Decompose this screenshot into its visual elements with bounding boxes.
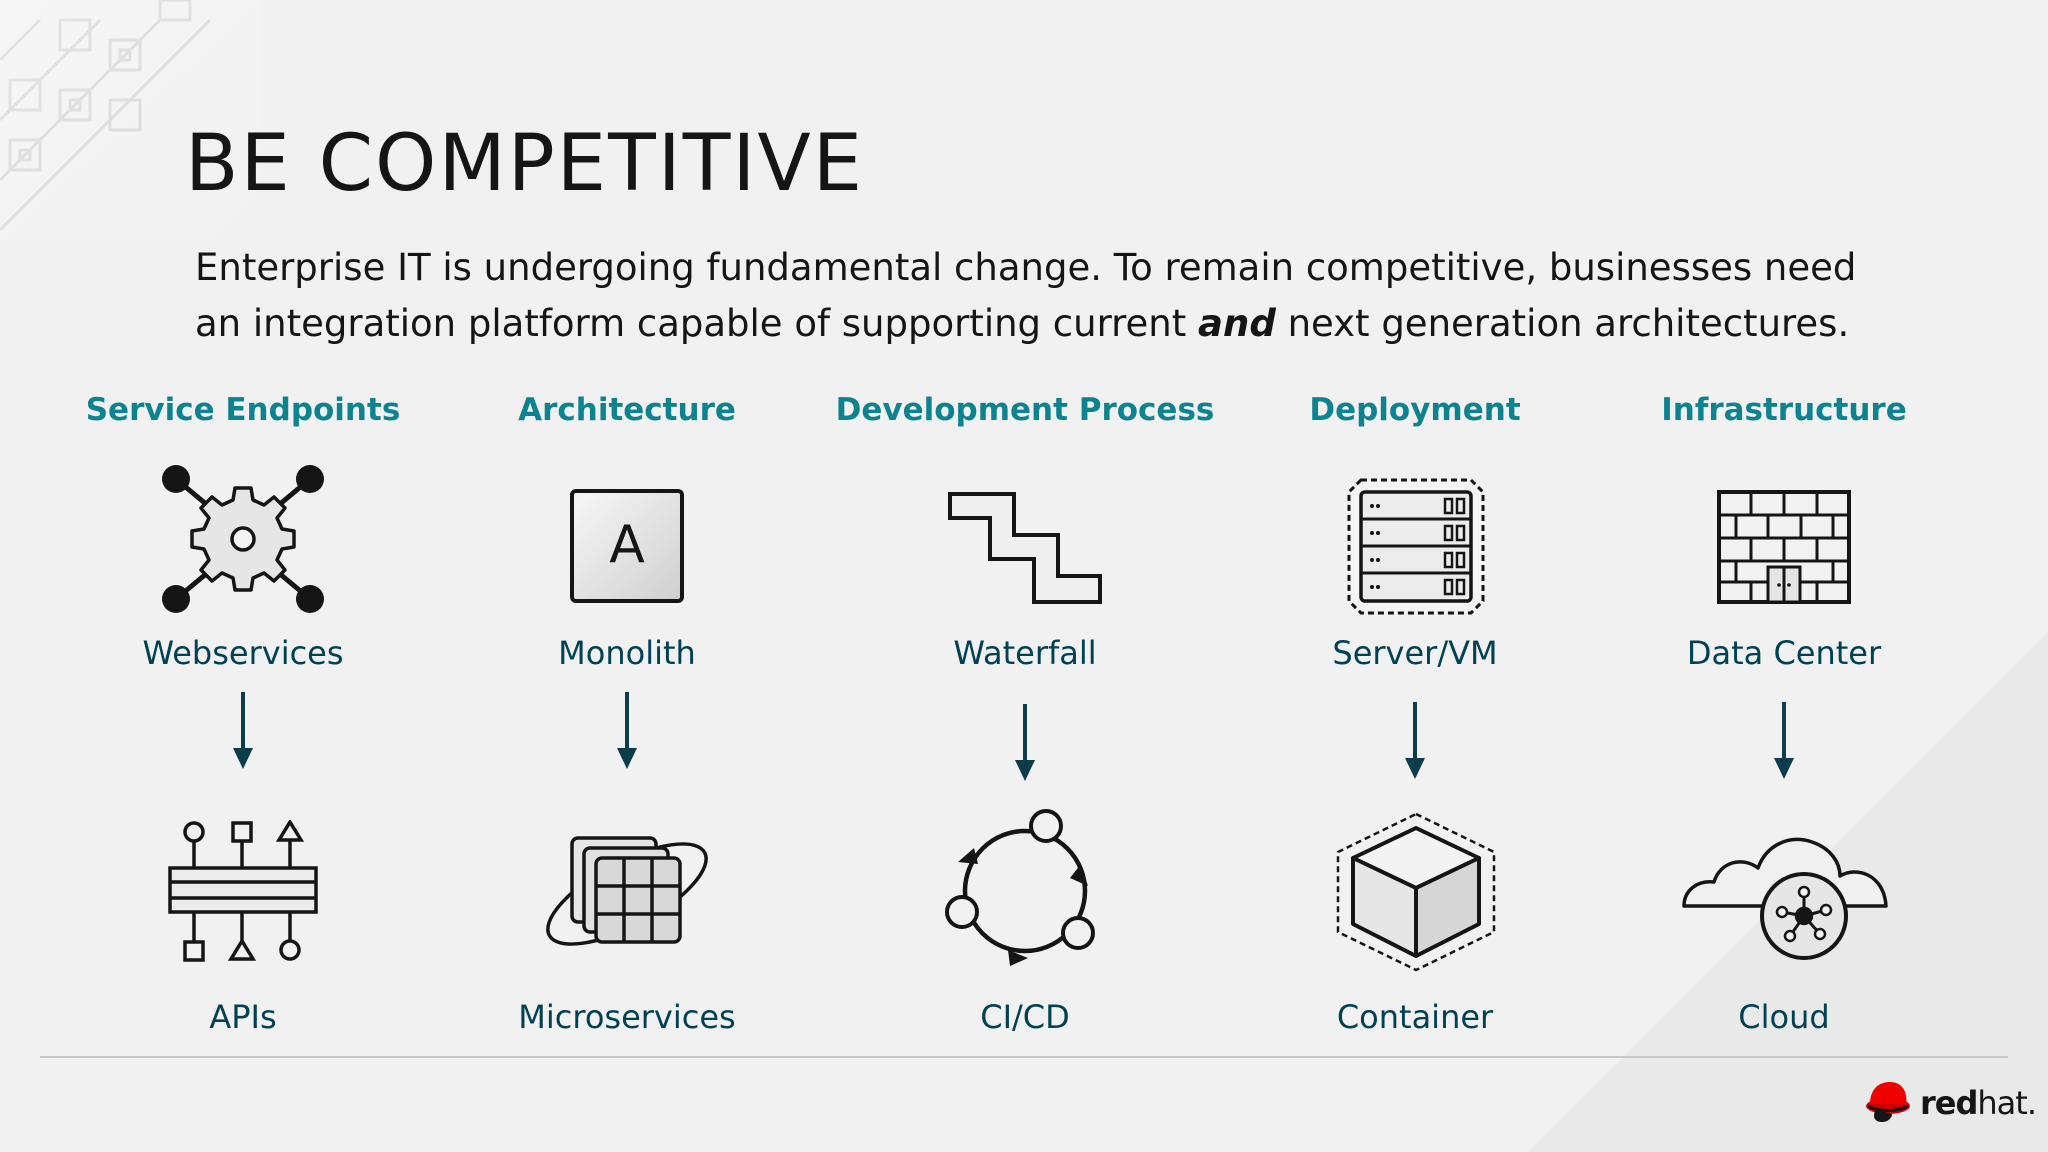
webservices-gear-icon — [162, 465, 324, 613]
label-microservices: Microservices — [518, 998, 736, 1036]
label-data-center: Data Center — [1686, 634, 1882, 672]
intro-line-2-end: next generation architectures. — [1275, 302, 1850, 345]
heading-service-endpoints: Service Endpoints — [85, 392, 401, 428]
arrow-down-icon — [1774, 702, 1794, 779]
intro-line-1: Enterprise IT is undergoing fundamental … — [195, 246, 1857, 289]
monolith-block-icon: A — [570, 489, 684, 603]
arrow-down-icon — [1405, 702, 1425, 779]
heading-infrastructure: Infrastructure — [1661, 392, 1907, 428]
wordmark-hat: hat. — [1977, 1084, 2037, 1122]
corner-pattern-decoration — [0, 0, 260, 240]
label-container: Container — [1336, 998, 1494, 1036]
microservices-grid-icon — [546, 836, 708, 946]
label-cloud: Cloud — [1738, 998, 1830, 1036]
cloud-network-icon — [1682, 837, 1888, 960]
intro-paragraph: Enterprise IT is undergoing fundamental … — [195, 240, 1895, 352]
intro-line-2: an integration platform capable of suppo… — [195, 296, 1895, 352]
footer-divider — [40, 1056, 2008, 1058]
intro-emphasis: and — [1198, 302, 1276, 345]
redhat-wordmark: redhat. — [1920, 1084, 2037, 1122]
label-waterfall: Waterfall — [953, 634, 1097, 672]
redhat-logo-icon — [1866, 1082, 1910, 1122]
data-center-building-icon — [1717, 490, 1851, 604]
heading-architecture: Architecture — [518, 392, 736, 428]
slide-title: BE COMPETITIVE — [185, 119, 865, 209]
monolith-letter: A — [609, 515, 645, 575]
label-monolith: Monolith — [558, 634, 696, 672]
server-rack-icon — [1347, 478, 1485, 615]
label-ci-cd: CI/CD — [980, 998, 1070, 1036]
apis-connector-icon — [168, 820, 318, 962]
container-cube-icon — [1336, 812, 1496, 972]
arrow-down-icon — [233, 692, 253, 769]
heading-deployment: Deployment — [1309, 392, 1521, 428]
label-server-vm: Server/VM — [1332, 634, 1498, 672]
heading-development-process: Development Process — [835, 392, 1215, 428]
label-apis: APIs — [209, 998, 277, 1036]
ci-cd-cycle-icon — [945, 809, 1095, 966]
intro-line-2-start: an integration platform capable of suppo… — [195, 302, 1199, 345]
wordmark-red: red — [1920, 1084, 1978, 1122]
arrow-down-icon — [1015, 704, 1035, 781]
arrow-down-icon — [617, 692, 637, 769]
waterfall-stairs-icon — [948, 492, 1102, 604]
label-webservices: Webservices — [142, 634, 344, 672]
